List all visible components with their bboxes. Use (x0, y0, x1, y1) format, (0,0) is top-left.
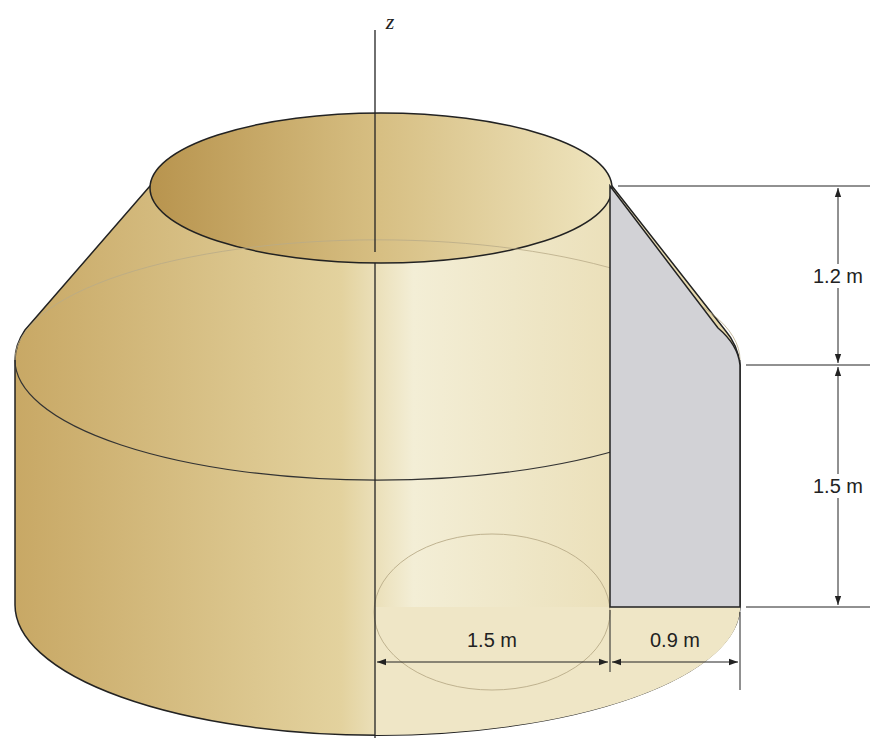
solid-body (15, 186, 740, 735)
extension-line (746, 365, 870, 366)
inner-base-edge (374, 534, 610, 690)
dimension-label: 1.2 m (810, 264, 866, 288)
dimension-line (377, 662, 608, 663)
base-surface (375, 607, 740, 735)
dimension-label: 1.5 m (464, 628, 520, 652)
top-face (150, 113, 612, 263)
extension-line (610, 610, 611, 672)
dimension-label: 0.9 m (647, 628, 703, 652)
cross-section (610, 186, 740, 607)
extension-line (740, 612, 741, 690)
dimension-line (612, 662, 738, 663)
axis-label: z (383, 9, 398, 35)
cut-edge (374, 263, 375, 738)
extension-line (746, 607, 870, 608)
z-axis (374, 30, 375, 252)
dimension-label: 1.5 m (810, 474, 866, 498)
extension-line (618, 186, 870, 187)
